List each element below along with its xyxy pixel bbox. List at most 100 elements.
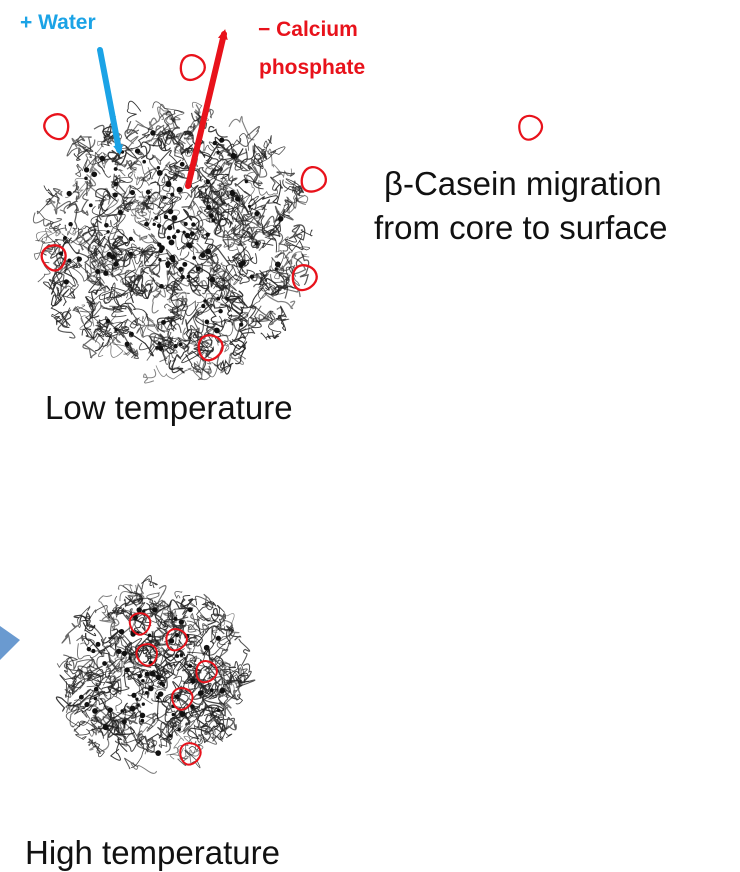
casein-strand xyxy=(133,672,149,687)
casein-strand xyxy=(56,656,72,669)
nanocluster-dot xyxy=(114,328,118,332)
nanocluster-dot xyxy=(179,161,185,167)
nanocluster-dot xyxy=(67,258,72,263)
nanocluster-dot xyxy=(157,691,164,697)
nanocluster-dot xyxy=(170,257,176,263)
casein-strand xyxy=(183,735,202,756)
casein-strand xyxy=(166,281,184,294)
casein-strand xyxy=(73,675,95,690)
nanocluster-dot xyxy=(180,274,185,280)
casein-strand xyxy=(136,323,152,351)
casein-strand xyxy=(157,319,182,334)
casein-strand xyxy=(288,224,306,241)
casein-strand xyxy=(110,175,126,183)
beta-casein-marker xyxy=(128,612,152,636)
casein-strand xyxy=(272,171,295,179)
casein-strand xyxy=(124,120,140,139)
casein-strand xyxy=(156,671,174,689)
casein-strand xyxy=(82,688,111,710)
casein-strand xyxy=(189,316,204,344)
casein-strand xyxy=(98,594,119,621)
nanocluster-dot xyxy=(141,702,145,706)
casein-strand xyxy=(190,104,201,129)
casein-strand xyxy=(61,233,104,262)
casein-strand xyxy=(232,224,253,247)
nanocluster-dot xyxy=(200,252,206,258)
casein-strand xyxy=(48,271,63,287)
nanocluster-dot xyxy=(135,697,139,701)
casein-strand xyxy=(223,283,231,300)
casein-strand xyxy=(183,123,196,140)
nanocluster-dot xyxy=(142,159,147,164)
nanocluster-dot xyxy=(88,203,93,208)
casein-strand xyxy=(186,276,210,292)
nanocluster-dot xyxy=(155,674,161,680)
nanocluster-dot xyxy=(155,345,159,350)
casein-strand xyxy=(115,725,127,740)
casein-strand xyxy=(250,220,271,233)
casein-strand xyxy=(238,638,251,666)
casein-strand xyxy=(174,707,188,723)
beta-casein-marker xyxy=(179,742,202,766)
casein-strand xyxy=(67,223,96,242)
nanocluster-dot xyxy=(179,653,184,657)
nanocluster-dot xyxy=(183,221,188,227)
nanocluster-dot xyxy=(187,244,193,249)
casein-strand xyxy=(43,281,62,302)
casein-strand xyxy=(203,108,214,119)
nanocluster-dot xyxy=(131,692,137,698)
casein-strand xyxy=(110,737,128,761)
casein-strand xyxy=(98,190,110,210)
nanocluster-dot xyxy=(238,262,244,268)
casein-strand xyxy=(223,717,237,731)
casein-strand xyxy=(173,654,189,689)
nanocluster-dot xyxy=(106,230,110,234)
casein-strand xyxy=(148,137,171,152)
casein-strand xyxy=(180,251,199,267)
casein-strand xyxy=(167,343,180,369)
casein-strand xyxy=(124,133,151,160)
casein-strand xyxy=(218,309,249,337)
casein-strand xyxy=(218,618,240,640)
casein-strand xyxy=(155,360,200,380)
nanocluster-dot xyxy=(99,155,105,162)
casein-strand xyxy=(258,225,281,238)
casein-strand xyxy=(197,604,225,636)
casein-strand xyxy=(74,163,82,177)
casein-strand xyxy=(81,327,95,340)
casein-strand xyxy=(136,730,155,753)
casein-strand xyxy=(140,324,164,342)
nanocluster-dot xyxy=(147,195,151,200)
casein-strand xyxy=(164,610,190,629)
beta-casein-marker xyxy=(179,54,206,82)
nanocluster-dot xyxy=(192,256,197,260)
casein-strand xyxy=(234,317,255,360)
casein-strand xyxy=(125,201,146,217)
casein-strand xyxy=(100,184,133,216)
casein-strand xyxy=(218,173,228,197)
casein-strand xyxy=(263,292,296,310)
nanocluster-dot xyxy=(68,222,73,227)
casein-strand xyxy=(73,668,103,684)
water-arrow xyxy=(97,47,123,155)
casein-strand xyxy=(83,310,100,331)
casein-strand xyxy=(199,644,229,663)
nanocluster-dot xyxy=(171,215,178,221)
nanocluster-dot xyxy=(152,607,158,613)
casein-strand xyxy=(193,294,213,317)
casein-strand xyxy=(74,135,94,159)
casein-strand xyxy=(73,611,96,628)
casein-strand xyxy=(112,236,129,256)
casein-strand xyxy=(166,275,185,296)
nanocluster-dot xyxy=(91,171,98,178)
casein-strand xyxy=(130,762,157,774)
casein-strand xyxy=(76,634,95,648)
casein-strand xyxy=(186,620,201,634)
casein-strand xyxy=(216,184,239,196)
casein-strand xyxy=(127,304,141,329)
casein-strand xyxy=(106,336,132,356)
casein-strand xyxy=(54,252,64,271)
casein-strand xyxy=(46,187,63,206)
casein-strand xyxy=(207,638,231,656)
casein-strand xyxy=(183,657,200,668)
